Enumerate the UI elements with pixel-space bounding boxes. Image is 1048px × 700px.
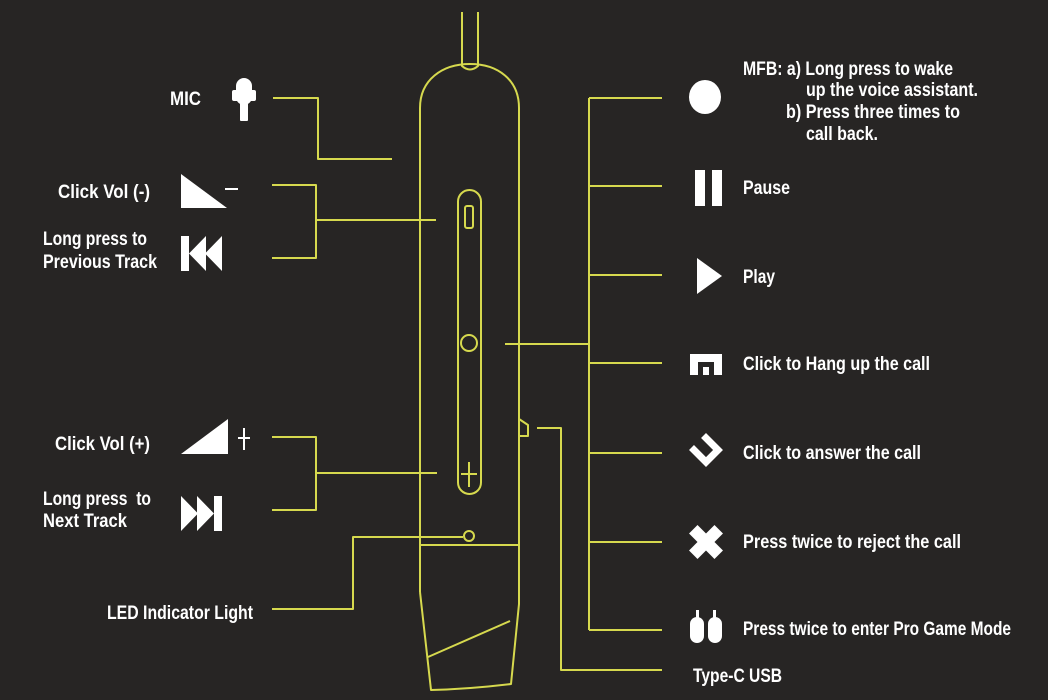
led-light (463, 530, 475, 542)
type-c-leader (537, 427, 662, 671)
volume-up-icon (181, 419, 250, 454)
mfb-key (460, 334, 478, 352)
right-bus-leader (505, 98, 590, 630)
vol-down-key (464, 205, 474, 229)
previous-track-icon (181, 236, 222, 271)
pause-icon (695, 170, 722, 206)
game-mode-label: Press twice to enter Pro Game Mode (743, 619, 1011, 640)
vol-down-prev-leader (272, 184, 436, 259)
button-strip (457, 189, 482, 495)
next-track-label-line-2: Next Track (43, 511, 127, 532)
device (419, 12, 529, 691)
play-label: Play (743, 267, 775, 288)
connector-diagonal (427, 620, 511, 658)
led-label: LED Indicator Light (107, 603, 254, 624)
type-c-label: Type-C USB (693, 666, 782, 687)
mfb-label-line-2: up the voice assistant. (806, 80, 978, 101)
reject-label: Press twice to reject the call (743, 532, 961, 553)
vol-up-key (461, 462, 477, 487)
mic-leader (273, 97, 392, 160)
answer-call-icon (689, 433, 723, 467)
mfb-button-icon (689, 80, 721, 114)
prev-track-label-line-2: Previous Track (43, 252, 157, 273)
vol-up-next-leader (272, 436, 437, 511)
leader-lines (272, 97, 662, 671)
microphone-icon (232, 78, 256, 121)
play-icon (697, 258, 722, 294)
vol-up-label: Click Vol (+) (55, 434, 150, 455)
answer-label: Click to answer the call (743, 443, 921, 464)
mfb-label-line-1: MFB: a) Long press to wake (743, 59, 953, 80)
cable (461, 12, 479, 71)
type-c-port (518, 418, 529, 437)
device-body (419, 63, 520, 592)
hang-up-label: Click to Hang up the call (743, 354, 930, 375)
next-track-label-line-1: Long press to (43, 489, 151, 510)
mic-label: MIC (170, 89, 201, 110)
mfb-label-line-4: call back. (806, 124, 878, 145)
prev-track-label-line-1: Long press to (43, 229, 147, 250)
led-leader (272, 536, 463, 610)
usb-connector (419, 545, 520, 691)
game-mode-icon (690, 610, 722, 643)
volume-down-icon (181, 174, 238, 208)
reject-call-icon (689, 525, 723, 559)
vol-down-label: Click Vol (-) (58, 182, 150, 203)
next-track-icon (181, 496, 222, 531)
mfb-label-line-3: b) Press three times to (786, 102, 960, 123)
hang-up-icon (690, 354, 722, 375)
pause-label: Pause (743, 178, 790, 199)
